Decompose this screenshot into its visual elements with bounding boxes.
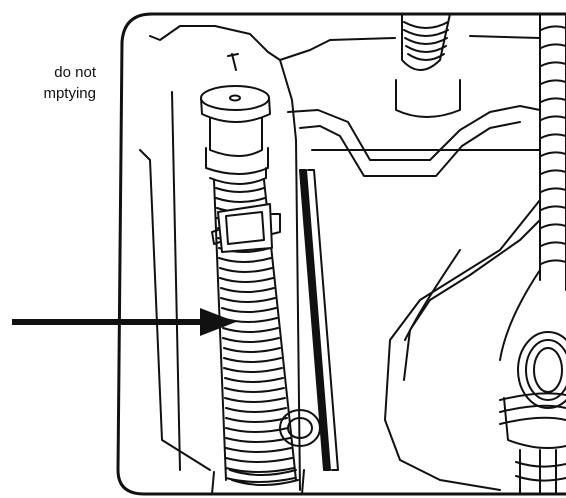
left-housing-side xyxy=(139,149,211,471)
top-center-hose xyxy=(395,13,461,118)
frame-outline xyxy=(116,12,566,496)
tank-right-curve xyxy=(404,249,541,361)
tank-lid-inner xyxy=(299,121,521,177)
instruction-caption: do not mptying xyxy=(0,62,96,104)
caption-line-2: mptying xyxy=(43,85,96,102)
tank-edge-strip xyxy=(299,169,331,471)
left-housing-edge xyxy=(171,91,181,471)
hose-clip xyxy=(211,203,281,253)
tank-curve xyxy=(403,219,541,381)
recovery-tank xyxy=(311,149,541,491)
drain-hose-cap xyxy=(200,53,271,185)
tank-lid xyxy=(287,105,541,161)
caption-line-1: do not xyxy=(54,64,96,81)
tank-edge-strip-light xyxy=(307,169,339,471)
bottom-right-hose xyxy=(499,331,566,495)
right-corrugated-hose xyxy=(539,13,566,291)
pointer-arrow xyxy=(12,308,236,336)
base-hose-coil xyxy=(211,409,321,495)
left-housing xyxy=(149,25,301,491)
tank-top-edge xyxy=(279,35,541,61)
